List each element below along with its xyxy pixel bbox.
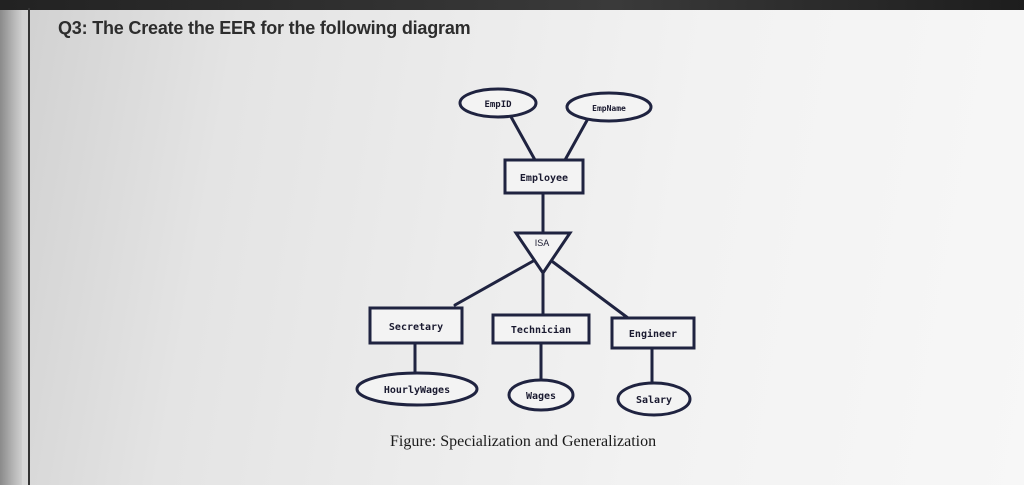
entity-engineer-label: Engineer <box>629 328 677 340</box>
isa-label: ISA <box>535 238 550 248</box>
entity-technician-label: Technician <box>511 324 571 336</box>
attribute-wages-label: Wages <box>526 391 556 402</box>
link-empid-employee <box>508 113 537 162</box>
attribute-salary-label: Salary <box>636 395 672 406</box>
link-isa-engineer <box>551 260 630 320</box>
attribute-empid: EmpID <box>458 87 538 119</box>
link-isa-secretary <box>453 258 537 307</box>
entity-secretary-label: Secretary <box>389 322 443 333</box>
attribute-hourlywages: HourlyWages <box>355 371 479 407</box>
entity-employee: Employee <box>503 158 585 195</box>
entity-engineer: Engineer <box>610 316 696 350</box>
window-top-edge <box>0 0 1024 10</box>
question-heading: Q3: The Create the EER for the following… <box>58 18 471 38</box>
document-page <box>28 8 1024 485</box>
entity-technician: Technician <box>491 313 591 345</box>
isa-triangle: ISA <box>513 231 573 276</box>
attribute-empname-label: EmpName <box>592 104 626 113</box>
attribute-hourlywages-label: HourlyWages <box>384 385 450 396</box>
attribute-empid-label: EmpID <box>484 100 512 110</box>
figure-caption: Figure: Specialization and Generalizatio… <box>390 433 657 450</box>
attribute-empname: EmpName <box>565 91 653 123</box>
attribute-salary: Salary <box>616 381 692 417</box>
attribute-wages: Wages <box>507 378 575 412</box>
link-empname-employee <box>563 113 592 162</box>
entity-employee-label: Employee <box>520 173 568 184</box>
entity-secretary: Secretary <box>368 306 464 345</box>
desktop-edge <box>0 0 22 485</box>
